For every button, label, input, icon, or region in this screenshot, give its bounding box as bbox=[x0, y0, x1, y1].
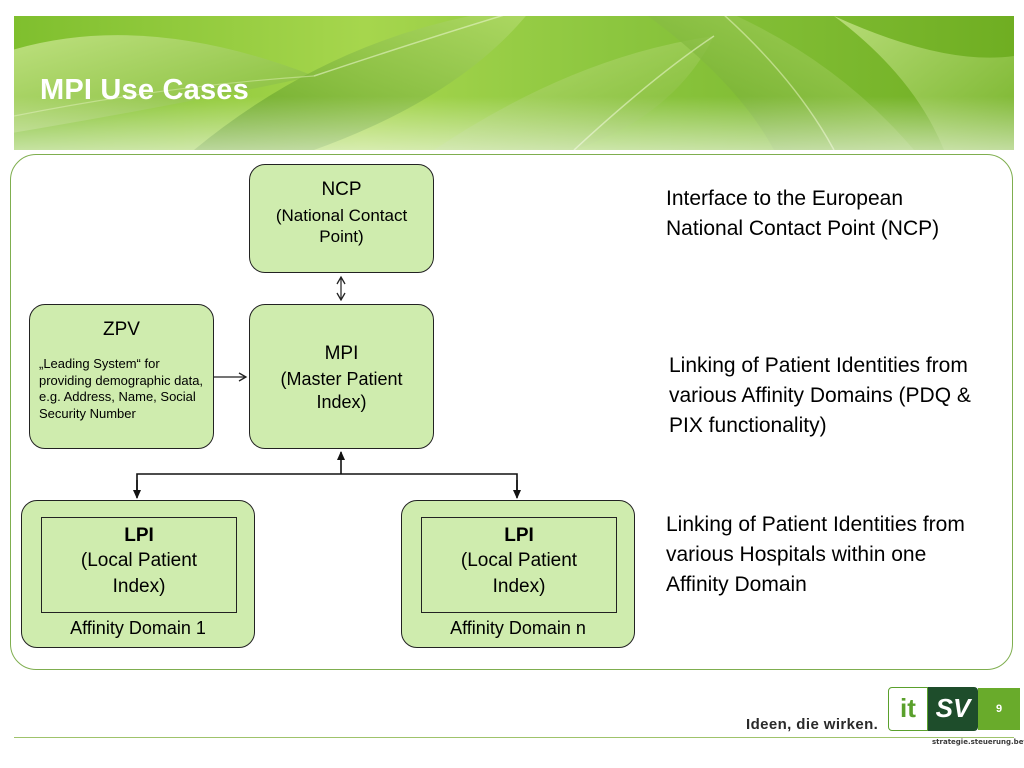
slide-title: MPI Use Cases bbox=[40, 74, 249, 106]
page-number-box: 9 bbox=[978, 688, 1020, 730]
footer-rule bbox=[14, 737, 1014, 739]
lpi-subtitle: (Local Patient Index) bbox=[80, 550, 198, 597]
header-banner bbox=[14, 16, 1014, 150]
tree-branch-connector bbox=[136, 473, 518, 496]
zpv-box: ZPV „Leading System“ for providing demog… bbox=[29, 304, 214, 449]
affinity-domain-label: Affinity Domain 1 bbox=[70, 618, 206, 638]
page-number: 9 bbox=[995, 703, 1003, 715]
ncp-subtitle: (National Contact Point) bbox=[275, 206, 408, 246]
affinity-domain-label: Affinity Domain n bbox=[450, 618, 586, 638]
zpv-description: „Leading System“ for providing demograph… bbox=[39, 356, 204, 421]
lpi-description: Linking of Patient Identities from vario… bbox=[666, 513, 965, 596]
mpi-subtitle: (Master Patient Index) bbox=[280, 369, 403, 412]
affinity-domain-box: LPI (Local Patient Index) Affinity Domai… bbox=[21, 500, 255, 648]
lpi-title: LPI bbox=[504, 525, 534, 546]
ncp-description: Interface to the European National Conta… bbox=[666, 187, 940, 240]
mpi-description: Linking of Patient Identities from vario… bbox=[669, 354, 971, 437]
footer-slogan: Ideen, die wirken. bbox=[746, 716, 879, 733]
mpi-box: MPI (Master Patient Index) bbox=[249, 304, 434, 449]
mpi-title: MPI bbox=[324, 343, 359, 364]
leaf-background-image bbox=[14, 16, 1014, 150]
logo-tagline: strategie.steuerung.betrieb bbox=[932, 738, 1024, 746]
lpi-title: LPI bbox=[124, 525, 154, 546]
affinity-domain-box: LPI (Local Patient Index) Affinity Domai… bbox=[401, 500, 635, 648]
logo-it-text: it bbox=[888, 687, 928, 731]
logo-sv-text: SV bbox=[928, 687, 978, 731]
lpi-subtitle: (Local Patient Index) bbox=[460, 550, 578, 597]
ncp-title: NCP bbox=[321, 179, 362, 200]
content-panel bbox=[10, 154, 1013, 670]
zpv-title: ZPV bbox=[103, 319, 140, 340]
lpi-box: LPI (Local Patient Index) bbox=[41, 517, 237, 613]
company-logo: it SV bbox=[888, 687, 978, 731]
lpi-box: LPI (Local Patient Index) bbox=[421, 517, 617, 613]
ncp-box: NCP (National Contact Point) bbox=[249, 164, 434, 273]
